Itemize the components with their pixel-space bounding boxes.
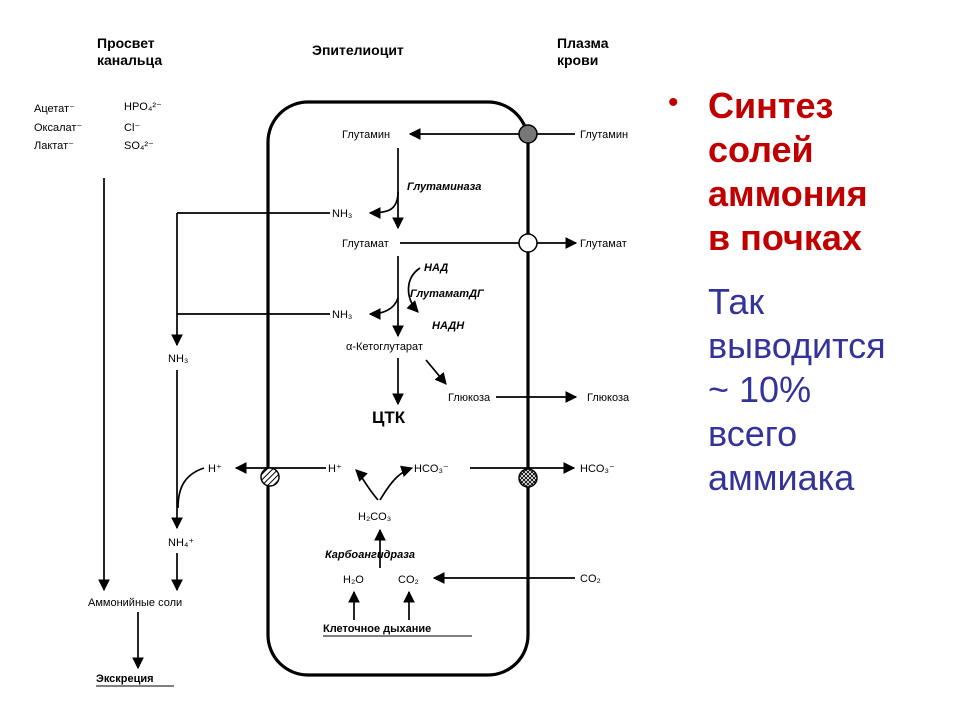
transporter-glutamine (518, 124, 538, 144)
glutamate-dh-label: ГлутаматДГ (410, 288, 485, 300)
side-text-panel: • Синтез солей аммония в почках Так выво… (668, 84, 953, 500)
lumen-nh4-label: NH₄⁺ (168, 537, 194, 549)
lumen-ion-left: Ацетат⁻ (34, 103, 75, 115)
glucose-label: Глюкоза (448, 392, 491, 404)
bullet-icon: • (668, 86, 679, 119)
plasma-hco3-label: HCO₃⁻ (580, 463, 615, 475)
nadh-label: НАДН (432, 320, 465, 332)
lumen-ion-left: Оксалат⁻ (34, 122, 82, 134)
lumen-nh3-label: NH₃ (168, 353, 188, 365)
lumen-ion-left: Лактат⁻ (34, 140, 74, 152)
glutaminase-label: Глутаминаза (407, 181, 481, 193)
transporter-glutamate (518, 233, 538, 253)
h2co3-to-hco3-arrow (379, 465, 414, 501)
cell-respiration-label: Клеточное дыхание (323, 623, 431, 635)
plasma-glutamine-label: Глутамин (580, 129, 628, 141)
akg-to-glucose-arrow (425, 359, 447, 385)
header-plasma: крови (557, 52, 598, 68)
header-lumen: Просвет (97, 35, 155, 51)
nad-label: НАД (424, 262, 448, 274)
h2co3-to-h-arrow (355, 469, 379, 501)
tca-label: ЦТК (372, 408, 406, 427)
transporter-hco3 (518, 468, 538, 488)
header-cell: Эпителиоцит (312, 42, 404, 58)
lumen-ion-right: HPO₄²⁻ (124, 101, 162, 113)
bullet-item: • Синтез солей аммония в почках Так выво… (668, 84, 953, 500)
cell-membrane (266, 100, 530, 677)
slide-title: Синтез солей аммония в почках (708, 85, 868, 258)
glutamate-label: Глутамат (342, 238, 389, 250)
plasma-glucose-label: Глюкоза (587, 392, 630, 404)
nh3-label-2: NH₃ (332, 309, 352, 321)
ammonium-synthesis-diagram: Просвет канальца Эпителиоцит Плазма кров… (34, 35, 630, 687)
nh3-label-1: NH₃ (332, 208, 352, 220)
nad-arrow (406, 267, 421, 313)
carbonic-anhydrase-label: Карбоангидраза (325, 549, 415, 561)
plasma-co2-label: CO₂ (580, 573, 601, 585)
akg-label: α-Кетоглутарат (346, 341, 423, 353)
lumen-h-label: H⁺ (208, 463, 222, 475)
h2o-label: H₂O (343, 574, 364, 586)
transporter-h-exchanger (260, 467, 280, 487)
nh3-release-arrow-2 (368, 297, 399, 320)
ammonium-salts-label: Аммонийные соли (88, 597, 182, 609)
glutamine-label: Глутамин (342, 129, 390, 141)
excretion-label: Экскреция (96, 673, 154, 685)
co2-label: CO₂ (398, 574, 419, 586)
lumen-ion-right: SO₄²⁻ (124, 140, 154, 152)
slide-note: Так выводится ~ 10% всего аммиака (708, 281, 886, 498)
plasma-glutamate-label: Глутамат (580, 238, 627, 250)
h2co3-label: H₂CO₃ (358, 511, 391, 523)
header-lumen: канальца (97, 52, 162, 68)
nh3-release-arrow-1 (368, 191, 399, 219)
lumen-ion-right: Cl⁻ (124, 122, 140, 134)
cell-hco3-label: HCO₃⁻ (414, 463, 449, 475)
header-plasma: Плазма (557, 35, 609, 51)
cell-h-label: H⁺ (328, 463, 342, 475)
h-to-nh4-arrow (177, 467, 205, 509)
